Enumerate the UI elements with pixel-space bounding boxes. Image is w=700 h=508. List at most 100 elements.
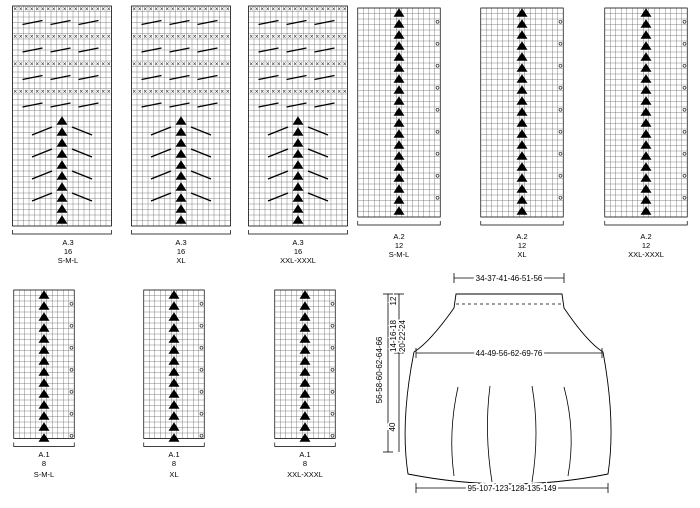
decrease-symbol bbox=[516, 52, 528, 61]
purl-symbol: × bbox=[332, 62, 336, 68]
purl-symbol: × bbox=[63, 34, 67, 40]
purl-symbol: × bbox=[24, 34, 28, 40]
purl-symbol: × bbox=[101, 62, 105, 68]
purl-symbol: × bbox=[171, 62, 175, 68]
purl-symbol: × bbox=[68, 34, 72, 40]
decrease-symbol bbox=[393, 85, 405, 94]
decrease-symbol bbox=[393, 8, 405, 17]
waist-measure-label: 34-37-41-46-51-56 bbox=[476, 274, 543, 283]
chart-a3-s-m-l: ××××××××××××××××××××××××××××××××××××××××… bbox=[12, 5, 112, 265]
chart-label-size: S-M-L bbox=[57, 256, 79, 265]
decrease-symbol bbox=[393, 118, 405, 127]
cable-symbol bbox=[197, 19, 218, 26]
decrease-symbol bbox=[56, 204, 68, 213]
purl-symbol: × bbox=[198, 62, 202, 68]
decrease-symbol bbox=[299, 345, 311, 354]
decrease-symbol bbox=[168, 334, 180, 343]
decrease-symbol bbox=[38, 367, 50, 376]
purl-symbol: × bbox=[277, 89, 281, 95]
yarn-over-symbol bbox=[682, 19, 687, 24]
decrease-symbol bbox=[292, 215, 304, 224]
decrease-symbol bbox=[640, 151, 652, 160]
purl-symbol: × bbox=[35, 7, 39, 13]
decrease-symbol bbox=[516, 129, 528, 138]
purl-symbol: × bbox=[282, 7, 286, 13]
purl-symbol: × bbox=[52, 34, 56, 40]
decrease-symbol bbox=[168, 323, 180, 332]
purl-symbol: × bbox=[19, 89, 23, 95]
purl-symbol: × bbox=[24, 7, 28, 13]
purl-symbol: × bbox=[46, 7, 50, 13]
cable-symbol bbox=[314, 74, 335, 81]
decrease-symbol bbox=[168, 290, 180, 299]
decrease-symbol bbox=[516, 96, 528, 105]
decrease-symbol bbox=[516, 151, 528, 160]
purl-symbol: × bbox=[337, 7, 341, 13]
decrease-symbol bbox=[175, 138, 187, 147]
purl-symbol: × bbox=[321, 34, 325, 40]
yarn-over-symbol bbox=[435, 173, 440, 178]
purl-symbol: × bbox=[337, 34, 341, 40]
purl-symbol: × bbox=[107, 7, 111, 13]
decrease-symbol bbox=[292, 204, 304, 213]
purl-symbol: × bbox=[138, 7, 142, 13]
decrease-symbol bbox=[56, 215, 68, 224]
cable-symbol bbox=[197, 47, 218, 53]
cable-symbol bbox=[197, 74, 218, 81]
purl-symbol: × bbox=[101, 7, 105, 13]
chart-border bbox=[604, 7, 688, 218]
chart-label-stitches: 16 bbox=[63, 247, 73, 256]
cable-symbol bbox=[141, 19, 162, 26]
chart-label-stitches: 8 bbox=[171, 459, 177, 468]
chart-width-bracket bbox=[604, 221, 688, 226]
purl-symbol: × bbox=[107, 34, 111, 40]
chart-grid-lines bbox=[12, 5, 112, 227]
purl-symbol: × bbox=[138, 89, 142, 95]
yarn-over-symbol bbox=[69, 301, 74, 306]
decrease-symbol bbox=[168, 345, 180, 354]
purl-symbol: × bbox=[266, 34, 270, 40]
yarn-over-symbol bbox=[682, 173, 687, 178]
chart-width-bracket bbox=[274, 442, 336, 447]
decrease-symbol bbox=[38, 422, 50, 431]
cable-symbol bbox=[50, 47, 71, 53]
purl-symbol: × bbox=[41, 89, 45, 95]
yarn-over-symbol bbox=[435, 129, 440, 134]
cable-symbol bbox=[71, 192, 93, 202]
purl-symbol: × bbox=[68, 89, 72, 95]
purl-symbol: × bbox=[143, 7, 147, 13]
purl-symbol: × bbox=[315, 62, 319, 68]
decrease-symbol bbox=[640, 107, 652, 116]
decrease-symbol bbox=[640, 52, 652, 61]
decrease-symbol bbox=[516, 184, 528, 193]
decrease-symbol bbox=[292, 160, 304, 169]
decrease-symbol bbox=[516, 118, 528, 127]
cable-symbol bbox=[307, 126, 329, 136]
purl-symbol: × bbox=[165, 62, 169, 68]
chart-label-stitches: 16 bbox=[293, 247, 303, 256]
chart-width-bracket bbox=[143, 442, 205, 447]
cable-symbol bbox=[258, 74, 279, 81]
yarn-over-symbol bbox=[330, 389, 335, 394]
purl-symbol: × bbox=[160, 89, 164, 95]
decrease-symbol bbox=[640, 140, 652, 149]
purl-symbol: × bbox=[85, 7, 89, 13]
purl-symbol: × bbox=[321, 62, 325, 68]
purl-symbol: × bbox=[79, 34, 83, 40]
purl-symbol: × bbox=[165, 34, 169, 40]
purl-symbol: × bbox=[90, 7, 94, 13]
decrease-symbol bbox=[299, 400, 311, 409]
yarn-over-symbol bbox=[330, 411, 335, 416]
cable-symbol bbox=[150, 192, 172, 202]
yarn-over-symbol bbox=[69, 323, 74, 328]
decrease-symbol bbox=[299, 411, 311, 420]
purl-symbol: × bbox=[85, 89, 89, 95]
purl-symbol: × bbox=[30, 34, 34, 40]
decrease-symbol bbox=[168, 312, 180, 321]
purl-symbol: × bbox=[143, 89, 147, 95]
yarn-over-symbol bbox=[330, 345, 335, 350]
purl-symbol: × bbox=[288, 89, 292, 95]
chart-width-bracket bbox=[357, 221, 441, 226]
chart-label-size: XXL-XXXL bbox=[287, 470, 323, 479]
yarn-over-symbol bbox=[558, 129, 563, 134]
